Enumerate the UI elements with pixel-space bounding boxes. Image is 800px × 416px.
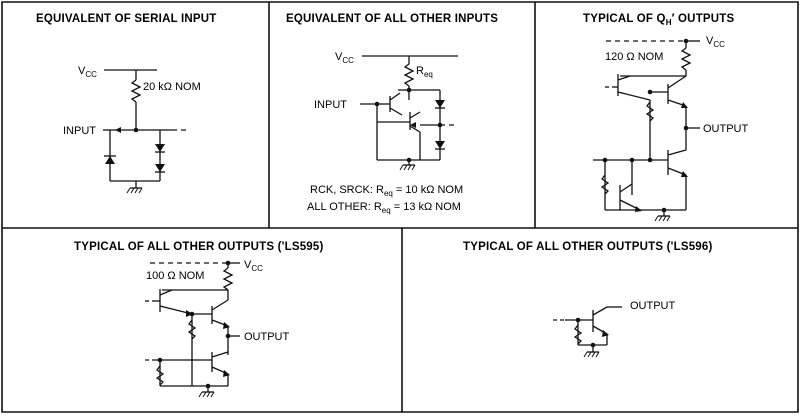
qh-outputs-ground-icon bbox=[654, 215, 671, 222]
ls596-outputs-title: TYPICAL OF ALL OTHER OUTPUTS ('LS596) bbox=[463, 241, 713, 253]
serial-input-vcc-label: VCC bbox=[78, 65, 97, 79]
qh-outputs-panel: TYPICAL OF QH′ OUTPUTS VCC 120 Ω NOM OUT… bbox=[583, 13, 749, 222]
serial-input-ground-icon bbox=[126, 187, 143, 194]
ls595-outputs-panel: TYPICAL OF ALL OTHER OUTPUTS ('LS595) VC… bbox=[74, 241, 324, 398]
serial-input-input-label: INPUT bbox=[63, 125, 96, 137]
serial-input-title: EQUIVALENT OF SERIAL INPUT bbox=[36, 13, 216, 25]
ls595-outputs-output-label: OUTPUT bbox=[244, 331, 290, 343]
ls596-outputs-ground-icon bbox=[583, 351, 600, 358]
qh-outputs-output-label: OUTPUT bbox=[703, 123, 749, 135]
other-inputs-vcc-label: VCC bbox=[335, 51, 354, 65]
ls595-outputs-resistor-label: 100 Ω NOM bbox=[146, 270, 204, 282]
ls595-outputs-vcc-label: VCC bbox=[244, 259, 263, 273]
serial-input-junction bbox=[133, 127, 139, 133]
ls596-outputs-panel: TYPICAL OF ALL OTHER OUTPUTS ('LS596) OU… bbox=[463, 241, 713, 358]
other-inputs-req-label: Req bbox=[416, 65, 433, 79]
other-inputs-note-rck: RCK, SRCK: Req = 10 kΩ NOM bbox=[310, 184, 463, 198]
other-inputs-input-label: INPUT bbox=[314, 99, 347, 111]
other-inputs-ground-icon bbox=[399, 164, 416, 171]
ls596-outputs-circuit bbox=[553, 307, 622, 352]
ls596-outputs-output-label: OUTPUT bbox=[630, 300, 676, 312]
other-inputs-title: EQUIVALENT OF ALL OTHER INPUTS bbox=[286, 13, 498, 25]
serial-input-resistor-label: 20 kΩ NOM bbox=[143, 81, 201, 93]
ls595-outputs-ground-icon bbox=[198, 391, 215, 398]
serial-input-zener-diode bbox=[105, 156, 115, 164]
qh-outputs-title: TYPICAL OF QH′ OUTPUTS bbox=[583, 13, 735, 27]
serial-input-clamp-arrow bbox=[115, 127, 121, 133]
qh-outputs-vcc-label: VCC bbox=[706, 35, 725, 49]
ls595-outputs-circuit bbox=[145, 263, 240, 392]
qh-outputs-resistor-label: 120 Ω NOM bbox=[605, 51, 663, 63]
serial-input-panel: EQUIVALENT OF SERIAL INPUT VCC 20 kΩ NOM… bbox=[36, 13, 216, 194]
other-inputs-note-other: ALL OTHER: Req = 13 kΩ NOM bbox=[307, 201, 461, 215]
other-inputs-panel: EQUIVALENT OF ALL OTHER INPUTS VCC Req bbox=[286, 13, 498, 215]
ls595-outputs-title: TYPICAL OF ALL OTHER OUTPUTS ('LS595) bbox=[74, 241, 324, 253]
